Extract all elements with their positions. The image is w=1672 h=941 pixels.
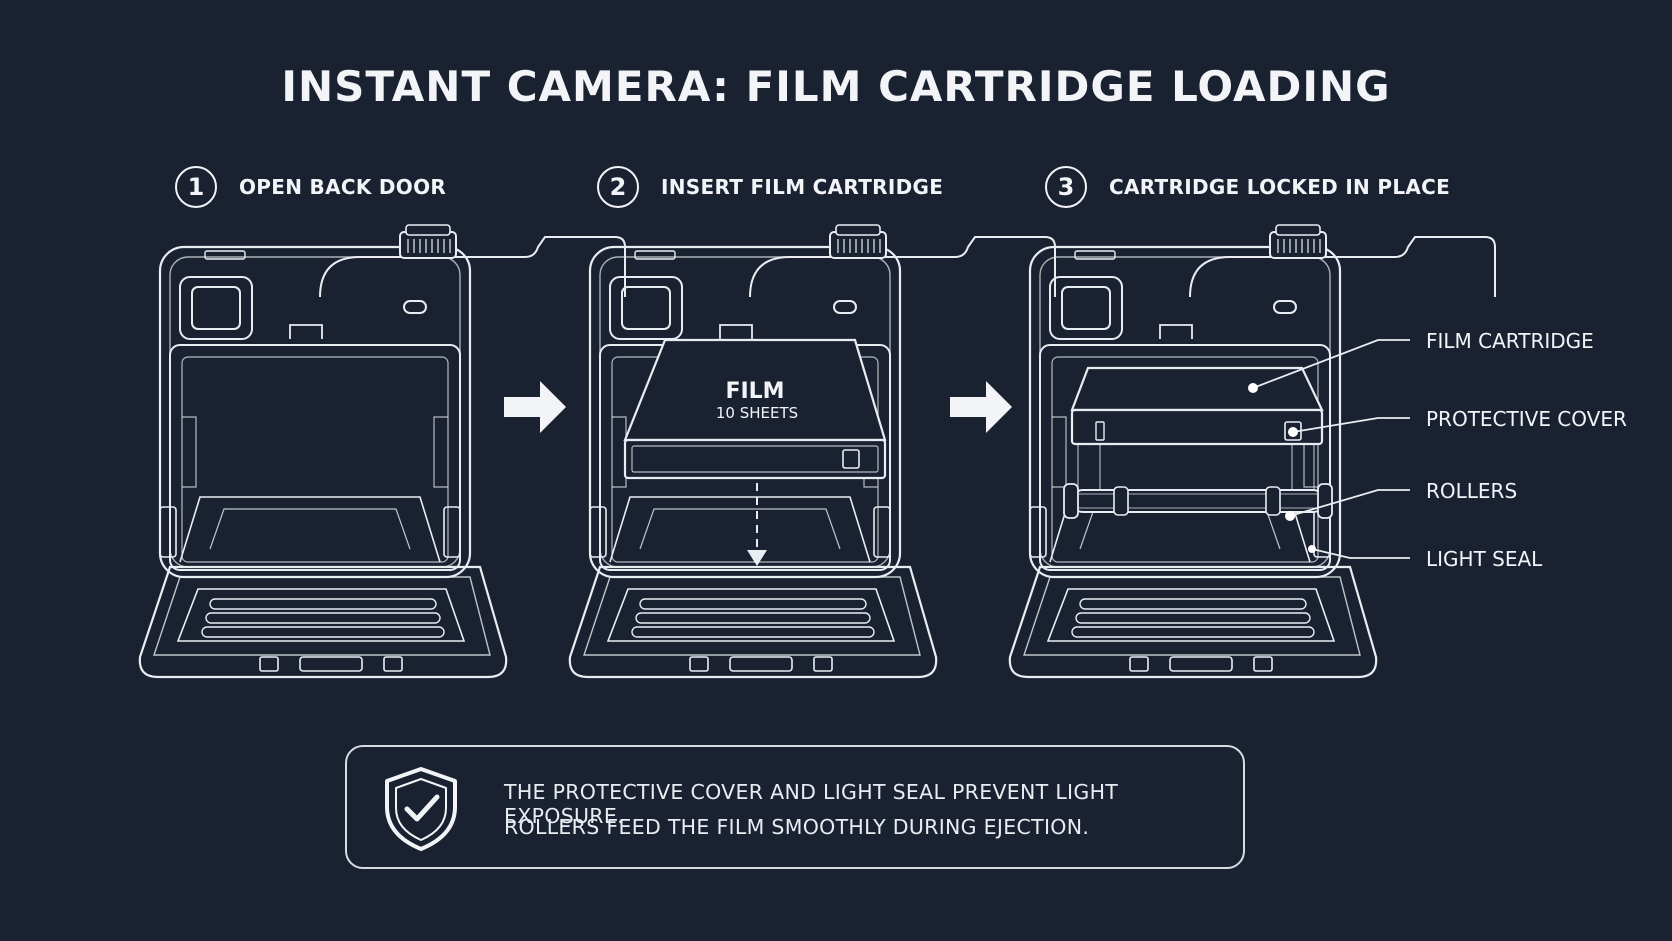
callout-rollers: ROLLERS (1426, 479, 1517, 503)
step-2-number: 2 (597, 166, 639, 208)
cartridge-sublabel: 10 SHEETS (716, 404, 798, 422)
callout-light-seal: LIGHT SEAL (1426, 547, 1543, 571)
rollers (1063, 483, 1333, 519)
note-line-1: THE PROTECTIVE COVER AND LIGHT SEAL PREV… (504, 780, 1119, 828)
camera-step-1 (138, 223, 627, 679)
arrow-1-icon (504, 381, 566, 433)
step-2-header: 2 INSERT FILM CARTRIDGE (597, 163, 943, 211)
film-cartridge-locked (1070, 366, 1324, 490)
arrow-2-icon (950, 381, 1012, 433)
step-3-number: 3 (1045, 166, 1087, 208)
page-title: INSTANT CAMERA: FILM CARTRIDGE LOADING (281, 62, 1391, 111)
callout-film-cartridge: FILM CARTRIDGE (1426, 329, 1594, 353)
cartridge-label: FILM (725, 379, 784, 404)
step-1-header: 1 OPEN BACK DOOR (175, 163, 446, 211)
note-line-2: ROLLERS FEED THE FILM SMOOTHLY DURING EJ… (504, 815, 1090, 839)
step-3-header: 3 CARTRIDGE LOCKED IN PLACE (1045, 163, 1450, 211)
callout-protective-cover: PROTECTIVE COVER (1426, 407, 1627, 431)
callout-leaders (1252, 339, 1410, 559)
camera-step-3 (1008, 223, 1497, 679)
step-1-number: 1 (175, 166, 217, 208)
shield-check-icon (385, 767, 457, 851)
callout-dots (1248, 383, 1316, 553)
step-3-label: CARTRIDGE LOCKED IN PLACE (1109, 175, 1451, 199)
film-cartridge-inserting (623, 338, 887, 566)
info-note: THE PROTECTIVE COVER AND LIGHT SEAL PREV… (345, 745, 1245, 869)
step-2-label: INSERT FILM CARTRIDGE (661, 175, 944, 199)
step-1-label: OPEN BACK DOOR (239, 175, 447, 199)
